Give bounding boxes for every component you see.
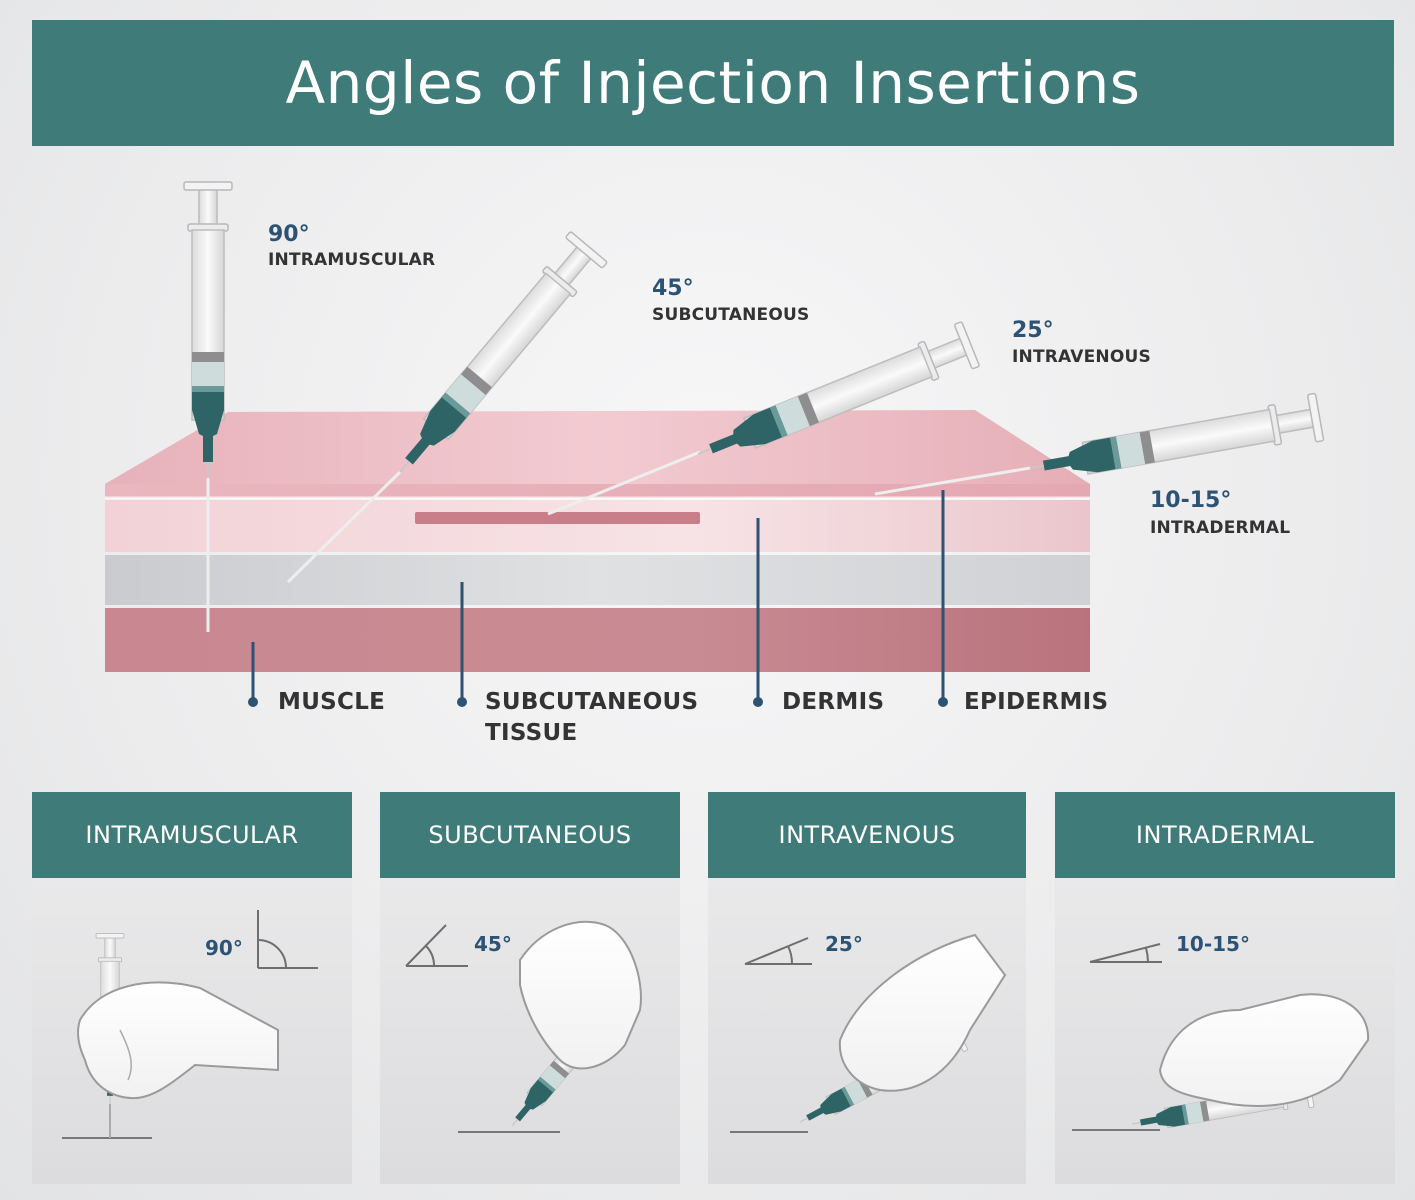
muscle-pointer-dot bbox=[248, 697, 258, 707]
subcutaneous-pointer-dot bbox=[457, 697, 467, 707]
layer-label-epidermis: EPIDERMIS bbox=[964, 689, 1109, 715]
card-heading-subcutaneous: SUBCUTANEOUS bbox=[380, 792, 680, 878]
injection-type-intravenous: INTRAVENOUS bbox=[1012, 347, 1151, 367]
dermis-pointer-dot bbox=[753, 697, 763, 707]
layer-label-subcutaneous-tissue: SUBCUTANEOUS TISSUE bbox=[485, 687, 698, 749]
injection-angle-90: 90° bbox=[268, 222, 310, 247]
card-body-intradermal bbox=[1055, 878, 1395, 1184]
needle-paths bbox=[206, 450, 1031, 632]
title-banner: Angles of Injection Insertions bbox=[32, 20, 1394, 146]
layer-label-dermis: DERMIS bbox=[782, 689, 885, 715]
injection-angle-10-15: 10-15° bbox=[1150, 488, 1232, 513]
skin-top-surface bbox=[105, 410, 1090, 484]
muscle-layer bbox=[105, 608, 1090, 672]
subcutaneous-layer bbox=[105, 555, 1090, 605]
epidermis-layer bbox=[105, 484, 1090, 498]
card-angle-10-15: 10-15° bbox=[1176, 932, 1250, 956]
injection-type-subcutaneous: SUBCUTANEOUS bbox=[652, 305, 810, 325]
card-body-intramuscular bbox=[32, 878, 352, 1184]
card-angle-25: 25° bbox=[825, 932, 863, 956]
card-heading-intramuscular: INTRAMUSCULAR bbox=[32, 792, 352, 878]
layer-pointers bbox=[251, 490, 945, 700]
injection-type-intramuscular: INTRAMUSCULAR bbox=[268, 250, 436, 270]
card-heading-intradermal: INTRADERMAL bbox=[1055, 792, 1395, 878]
card-body-intravenous bbox=[708, 878, 1026, 1184]
layer-label-muscle: MUSCLE bbox=[278, 689, 386, 715]
epidermis-pointer-dot bbox=[938, 697, 948, 707]
vein-channel bbox=[415, 512, 700, 524]
injection-type-intradermal: INTRADERMAL bbox=[1150, 518, 1291, 538]
injection-angle-45: 45° bbox=[652, 276, 694, 301]
dermis-layer bbox=[105, 500, 1090, 552]
card-angle-90: 90° bbox=[205, 936, 243, 960]
layer-label-subcutaneous-line2: TISSUE bbox=[485, 720, 578, 746]
card-body-subcutaneous bbox=[380, 878, 680, 1184]
skin-layers-block bbox=[105, 410, 1090, 672]
layer-label-subcutaneous-line1: SUBCUTANEOUS bbox=[485, 689, 699, 715]
card-heading-intravenous: INTRAVENOUS bbox=[708, 792, 1026, 878]
card-angle-45: 45° bbox=[474, 932, 512, 956]
page-title: Angles of Injection Insertions bbox=[285, 49, 1141, 117]
injection-angle-25: 25° bbox=[1012, 318, 1054, 343]
